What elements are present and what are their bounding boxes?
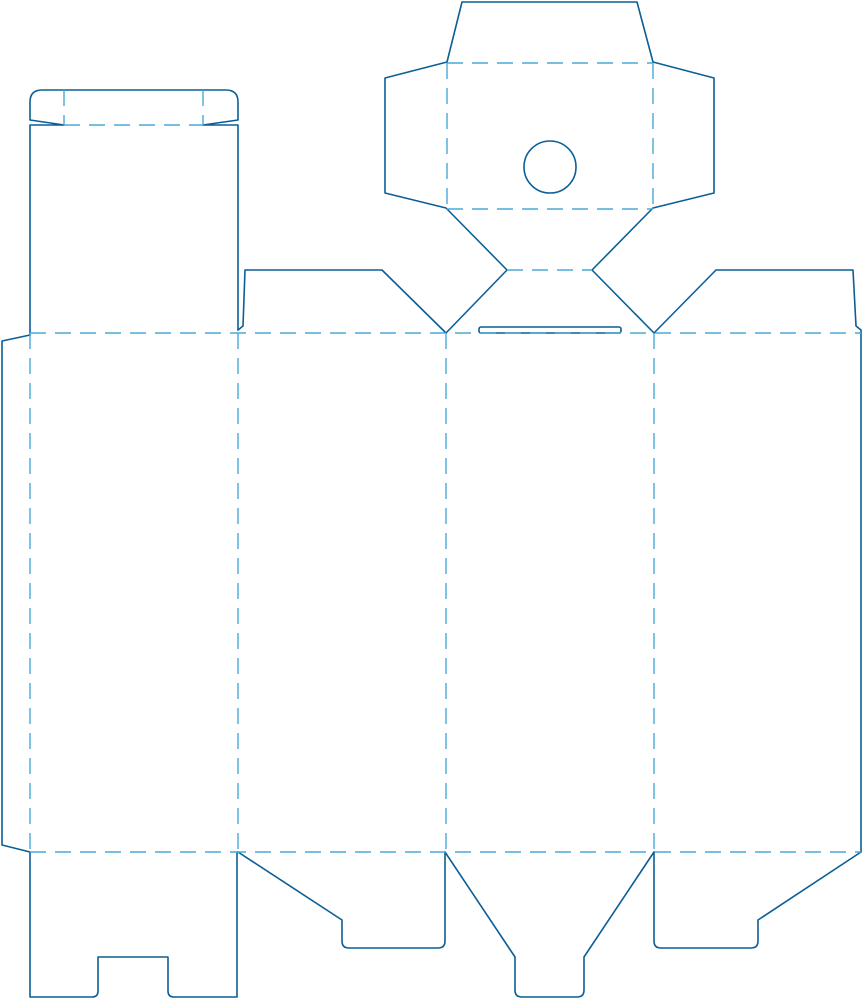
bottom-flap-1: [237, 851, 446, 949]
top-dust-flap-right: [653, 269, 862, 853]
finger-hole: [523, 140, 577, 194]
top-dust-flap-left: [237, 269, 447, 334]
left-tuck-outline: [29, 89, 239, 336]
tuck-slot: [478, 326, 622, 334]
bottom-flap-2: [444, 851, 655, 998]
bottom-flap-3: [653, 851, 862, 949]
fold-lines: [29, 62, 861, 853]
left-panel-outline: [1, 334, 238, 998]
handle-panel-outline: [384, 1, 715, 334]
